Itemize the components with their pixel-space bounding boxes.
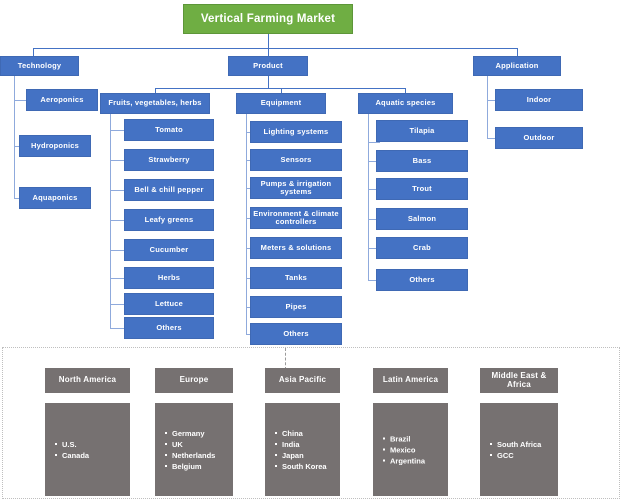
node-equipment-others[interactable]: Others (250, 323, 342, 345)
connector-root-stem (268, 34, 269, 48)
connector-fruits-branch-6 (110, 278, 124, 279)
region-panel-latin-america: Brazil Mexico Argentina (373, 403, 448, 496)
list-item: India (275, 439, 327, 450)
node-pipes[interactable]: Pipes (250, 296, 342, 318)
connector-product-stem (268, 76, 269, 88)
list-item: Brazil (383, 433, 425, 444)
node-meters-solutions[interactable]: Meters & solutions (250, 237, 342, 259)
group-fruits-vegetables-herbs[interactable]: Fruits, vegetables, herbs (100, 93, 210, 114)
node-tilapia[interactable]: Tilapia (376, 120, 468, 142)
node-salmon[interactable]: Salmon (376, 208, 468, 230)
node-lighting-systems[interactable]: Lighting systems (250, 121, 342, 143)
list-item: China (275, 428, 327, 439)
connector-application-branch-1 (487, 100, 499, 101)
connector-aquatic-branch-4 (368, 219, 380, 220)
connector-drop-equipment (281, 88, 282, 94)
connector-drop-fruits (155, 88, 156, 94)
connector-fruits-branch-2 (110, 160, 124, 161)
node-sensors[interactable]: Sensors (250, 149, 342, 171)
node-aeroponics[interactable]: Aeroponics (26, 89, 98, 111)
node-leafy-greens[interactable]: Leafy greens (124, 209, 214, 231)
region-header-latin-america[interactable]: Latin America (373, 368, 448, 393)
node-bass[interactable]: Bass (376, 150, 468, 172)
list-item: Canada (55, 450, 89, 461)
connector-application-spine (487, 76, 488, 139)
node-aquatic-others[interactable]: Others (376, 269, 468, 291)
segment-technology[interactable]: Technology (0, 56, 79, 76)
connector-drop-aquatic (405, 88, 406, 94)
region-header-europe[interactable]: Europe (155, 368, 233, 393)
node-pumps-irrigation-systems[interactable]: Pumps & irrigation systems (250, 177, 342, 199)
list-item: GCC (490, 450, 541, 461)
list-item: Argentina (383, 455, 425, 466)
connector-aquatic-branch-1 (368, 142, 380, 143)
region-panel-asia-pacific: China India Japan South Korea (265, 403, 340, 496)
node-fruits-others[interactable]: Others (124, 317, 214, 339)
node-outdoor[interactable]: Outdoor (495, 127, 583, 149)
root-node-vertical-farming-market[interactable]: Vertical Farming Market (183, 4, 353, 34)
connector-technology-spine (14, 76, 15, 198)
connector-fruits-branch-3 (110, 190, 124, 191)
node-cucumber[interactable]: Cucumber (124, 239, 214, 261)
node-crab[interactable]: Crab (376, 237, 468, 259)
region-header-asia-pacific[interactable]: Asia Pacific (265, 368, 340, 393)
region-country-list-middle-east-africa: South Africa GCC (490, 439, 541, 461)
connector-aquatic-branch-2 (368, 161, 380, 162)
connector-aquatic-branch-5 (368, 248, 380, 249)
connector-fruits-branch-7 (110, 304, 124, 305)
list-item: South Korea (275, 461, 327, 472)
region-country-list-asia-pacific: China India Japan South Korea (275, 428, 327, 472)
node-hydroponics[interactable]: Hydroponics (19, 135, 91, 157)
region-panel-middle-east-africa: South Africa GCC (480, 403, 558, 496)
node-bell-chill-pepper[interactable]: Bell & chill pepper (124, 179, 214, 201)
node-aquaponics[interactable]: Aquaponics (19, 187, 91, 209)
group-equipment[interactable]: Equipment (236, 93, 326, 114)
connector-product-bus (155, 88, 405, 89)
connector-aquatic-branch-6 (368, 280, 380, 281)
region-country-list-north-america: U.S. Canada (55, 439, 89, 461)
connector-fruits-spine (110, 114, 111, 328)
region-panel-europe: Germany UK Netherlands Belgium (155, 403, 233, 496)
region-header-north-america[interactable]: North America (45, 368, 130, 393)
node-environment-climate-controllers[interactable]: Environment & climate controllers (250, 207, 342, 229)
list-item: U.S. (55, 439, 89, 450)
connector-fruits-branch-8 (110, 328, 124, 329)
region-country-list-europe: Germany UK Netherlands Belgium (165, 428, 215, 472)
list-item: Japan (275, 450, 327, 461)
segment-application[interactable]: Application (473, 56, 561, 76)
connector-aquatic-branch-3 (368, 189, 380, 190)
connector-fruits-branch-1 (110, 130, 124, 131)
list-item: South Africa (490, 439, 541, 450)
node-trout[interactable]: Trout (376, 178, 468, 200)
region-header-middle-east-africa[interactable]: Middle East & Africa (480, 368, 558, 393)
node-tanks[interactable]: Tanks (250, 267, 342, 289)
connector-fruits-branch-4 (110, 220, 124, 221)
connector-fruits-branch-5 (110, 250, 124, 251)
region-panel-north-america: U.S. Canada (45, 403, 130, 496)
connector-equipment-spine (246, 114, 247, 334)
connector-top-bus (33, 48, 517, 49)
node-tomato[interactable]: Tomato (124, 119, 214, 141)
node-lettuce[interactable]: Lettuce (124, 293, 214, 315)
node-strawberry[interactable]: Strawberry (124, 149, 214, 171)
connector-application-branch-2 (487, 138, 499, 139)
connector-drop-application (517, 48, 518, 56)
list-item: Netherlands (165, 450, 215, 461)
connector-drop-technology (33, 48, 34, 56)
connector-regions-stub (285, 348, 286, 370)
list-item: Mexico (383, 444, 425, 455)
list-item: UK (165, 439, 215, 450)
node-indoor[interactable]: Indoor (495, 89, 583, 111)
list-item: Belgium (165, 461, 215, 472)
connector-drop-product (268, 48, 269, 56)
list-item: Germany (165, 428, 215, 439)
segment-product[interactable]: Product (228, 56, 308, 76)
region-country-list-latin-america: Brazil Mexico Argentina (383, 433, 425, 466)
node-herbs[interactable]: Herbs (124, 267, 214, 289)
connector-technology-branch-1 (14, 100, 26, 101)
group-aquatic-species[interactable]: Aquatic species (358, 93, 453, 114)
connector-aquatic-spine (368, 114, 369, 281)
